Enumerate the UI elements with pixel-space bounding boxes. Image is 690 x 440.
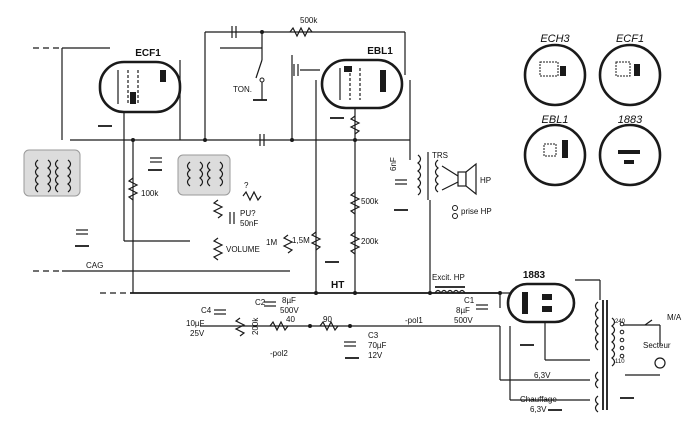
socket-1883: 1883: [598, 114, 662, 187]
tube-1883: 1883: [506, 270, 576, 324]
label-c4-val1: 10µF: [186, 319, 205, 328]
label-pol2: -pol2: [270, 349, 288, 358]
power-transformer: [594, 300, 666, 413]
tube-ecf1-label: ECF1: [135, 48, 161, 59]
tone-switch: [255, 59, 265, 100]
speaker-icon: [441, 162, 477, 219]
label-excit-hp: Excit. HP: [432, 273, 465, 282]
label-c3-val1: 70µF: [368, 341, 387, 350]
if-transformer-left: [23, 149, 81, 197]
label-hp: HP: [480, 176, 491, 185]
socket-ech3: ECH3: [523, 33, 587, 107]
label-200k-b: 200k: [251, 317, 260, 335]
label-c1: C1: [464, 296, 475, 305]
label-1m: 1M: [266, 238, 277, 247]
label-ma: M/A: [667, 313, 682, 322]
label-c4-val2: 25V: [190, 329, 205, 338]
label-50nf: 50nF: [240, 219, 258, 228]
label-100k: 100k: [141, 189, 159, 198]
label-c1-val1: 8µF: [456, 306, 470, 315]
label-prise-hp: prise HP: [461, 207, 492, 216]
socket-ecf1: ECF1: [598, 33, 662, 107]
label-6nf: 6nF: [389, 157, 398, 171]
socket-1883-label: 1883: [618, 114, 643, 126]
label-6-3v-a: 6,3V: [534, 371, 551, 380]
label-90: 90: [323, 315, 332, 324]
label-500k: 500k: [361, 197, 379, 206]
component-labels: 500k TON. 100k CAG ? PU? 50nF VOLUME 1M …: [86, 16, 682, 414]
label-c2-val2: 500V: [280, 306, 299, 315]
label-500k-top: 500k: [300, 16, 318, 25]
excitation-coil: [434, 286, 466, 295]
label-200k: 200k: [361, 237, 379, 246]
resistors: [127, 26, 361, 337]
wiring: [33, 30, 661, 401]
socket-ebl1: EBL1: [523, 114, 587, 187]
label-trs: TRS: [432, 151, 448, 160]
label-c1-val2: 500V: [454, 316, 473, 325]
label-c3-val2: 12V: [368, 351, 383, 360]
tube-ecf1: ECF1: [98, 48, 182, 114]
label-volume: VOLUME: [226, 245, 260, 254]
if-transformer-middle: [177, 154, 231, 196]
label-ht: HT: [331, 280, 344, 291]
label-question: ?: [244, 181, 249, 190]
grounds: [75, 99, 634, 411]
label-240: 240: [615, 319, 626, 325]
label-110: 110: [615, 359, 625, 365]
label-c3: C3: [368, 331, 379, 340]
label-1-5m: 1,5M: [292, 236, 310, 245]
tube-ebl1: EBL1: [320, 46, 404, 110]
label-pol1: -pol1: [405, 316, 423, 325]
tube-1883-label: 1883: [523, 270, 546, 281]
label-6-3v-b: 6,3V: [530, 405, 547, 414]
socket-ech3-label: ECH3: [540, 33, 570, 45]
label-pu: PU?: [240, 209, 256, 218]
label-chauffage: Chauffage: [520, 395, 557, 404]
output-transformer: [417, 152, 439, 200]
label-cag: CAG: [86, 261, 103, 270]
tube-ebl1-label: EBL1: [367, 46, 393, 57]
socket-ecf1-label: ECF1: [616, 33, 644, 45]
label-ton: TON.: [233, 85, 252, 94]
label-secteur: Secteur: [643, 341, 671, 350]
capacitors: [76, 26, 488, 347]
label-40: 40: [286, 315, 295, 324]
label-c4: C4: [201, 306, 212, 315]
socket-ebl1-label: EBL1: [542, 114, 569, 126]
label-c2: C2: [255, 298, 266, 307]
label-c2-val1: 8µF: [282, 296, 296, 305]
